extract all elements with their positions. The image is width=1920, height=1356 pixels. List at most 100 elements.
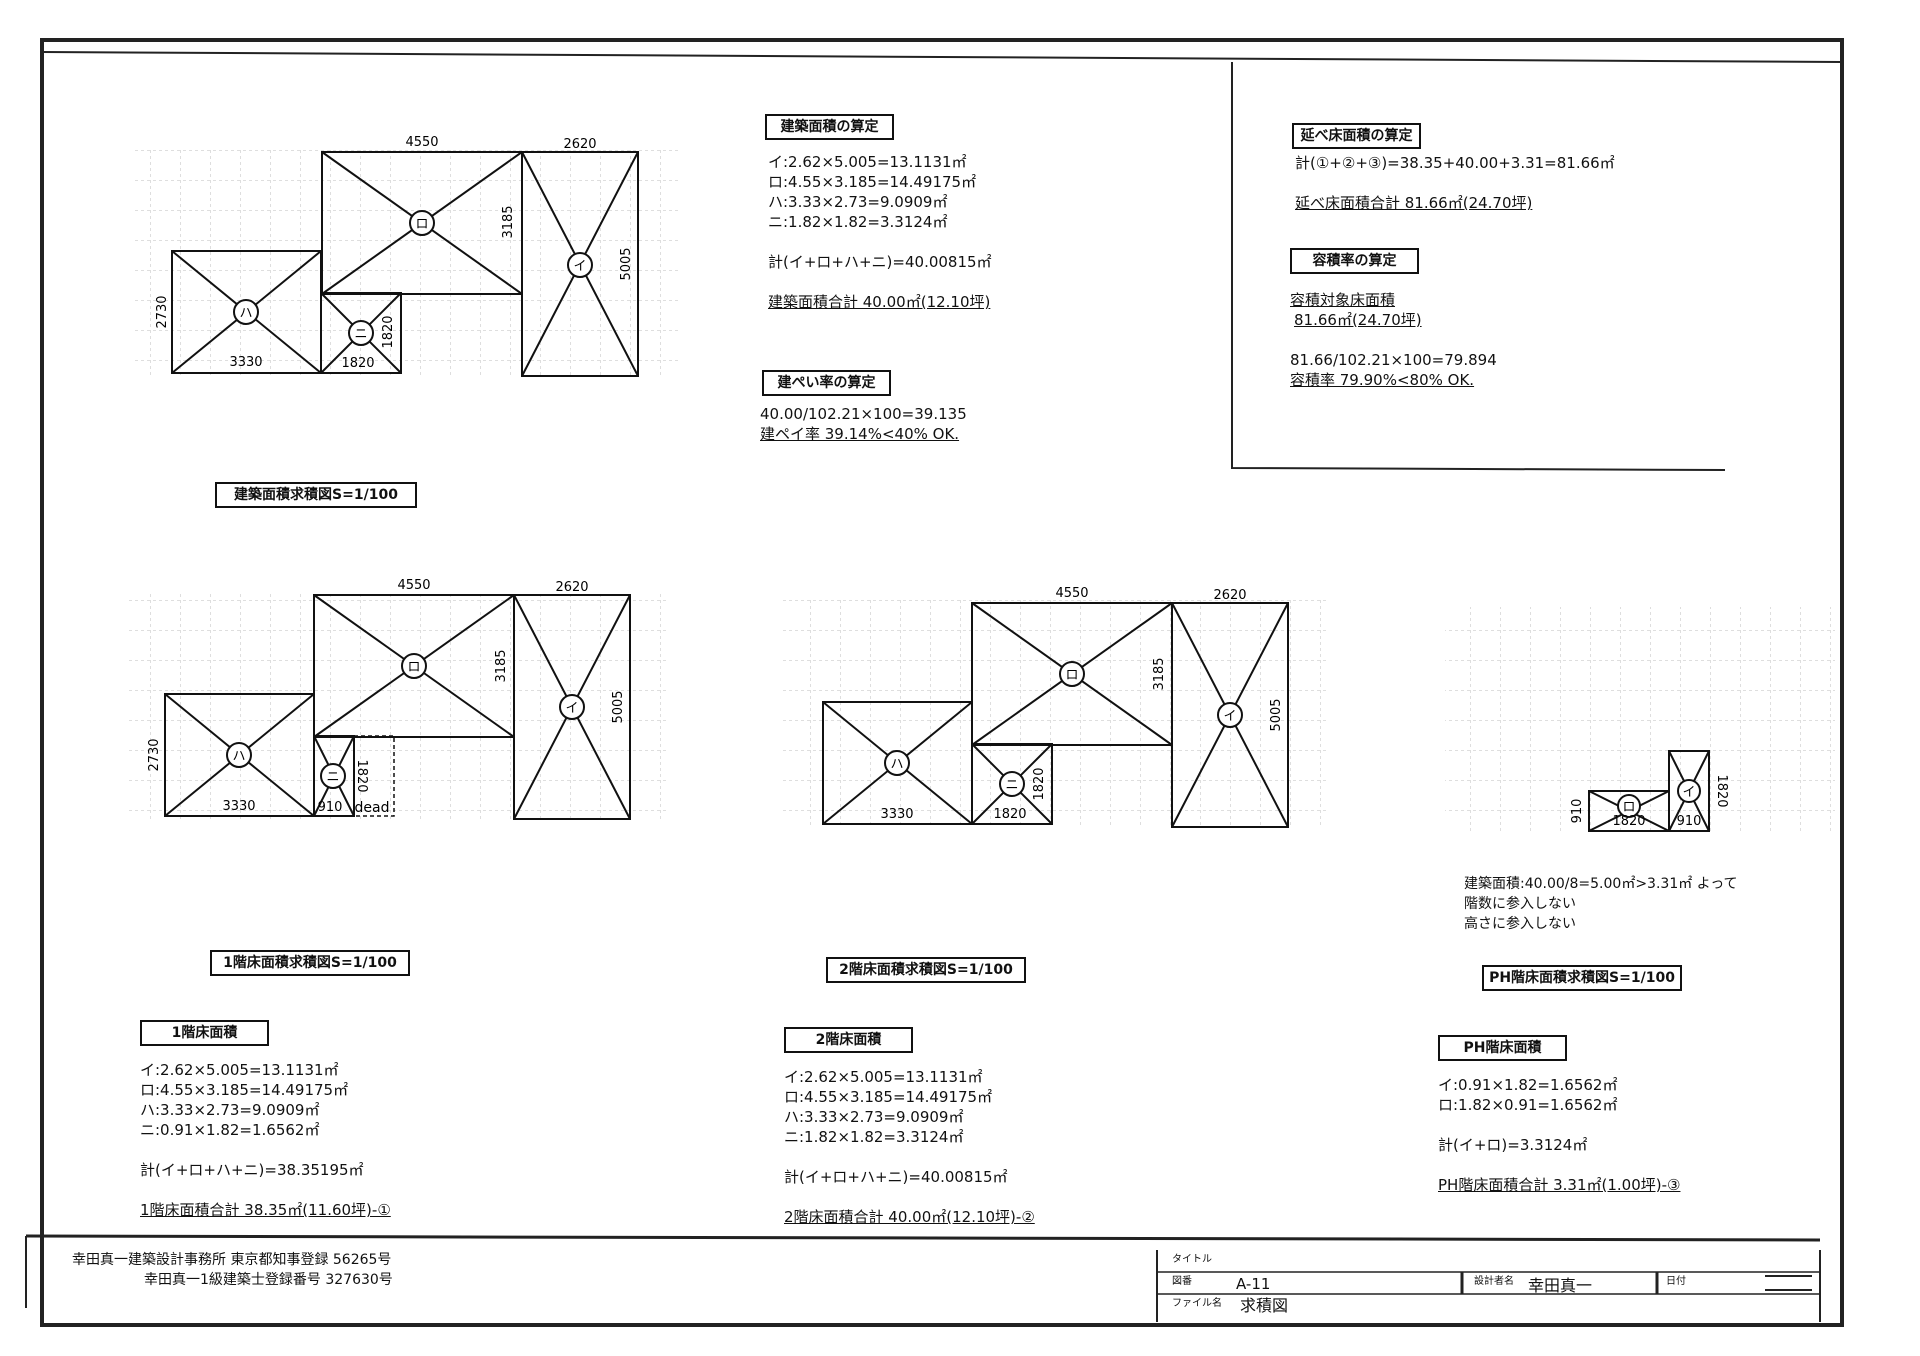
floor2-plan-caption: 2階床面積求積図S=1/100: [826, 957, 1026, 983]
ph-dim-i-height: 1820: [1714, 774, 1729, 807]
ph-area-heading: PH階床面積: [1438, 1035, 1567, 1061]
ph-plan-caption: PH階床面積求積図S=1/100: [1482, 965, 1682, 991]
floor2-mark-ro: ロ: [1065, 668, 1078, 683]
far-heading: 容積率の算定: [1290, 248, 1419, 274]
site-plan-caption: 建築面積求積図S=1/100: [215, 482, 417, 508]
site-dim-ro-width: 4550: [405, 135, 438, 150]
ph-mark-ro: ロ: [1622, 800, 1635, 815]
floor1-dim-i-height: 5005: [611, 690, 626, 723]
ph-area-total: PH階床面積合計 3.31㎡(1.00坪)-③: [1438, 1176, 1681, 1194]
floor1-area-block: イ:2.62×5.005=13.1131㎡ ロ:4.55×3.185=14.49…: [140, 1060, 391, 1220]
site-plan: ロ イ ハ ニ 4550 2620 3330 1820 3185 5005 27…: [135, 135, 680, 377]
floor2-area-sum: 計(イ+ロ+ハ+ニ)=40.00815㎡: [784, 1168, 1008, 1186]
floor2-plan: ロ イ ハ ニ 4550 2620 3330 1820 3185 5005 18…: [783, 586, 1328, 828]
floor2-dim-ro-width: 4550: [1055, 586, 1088, 601]
designer-name: 幸田真一: [1528, 1276, 1593, 1295]
floor2-dim-i-height: 5005: [1269, 698, 1284, 731]
building-area-line-ro: ロ:4.55×3.185=14.49175㎡: [768, 173, 977, 191]
building-area-line-ni: ニ:1.82×1.82=3.3124㎡: [768, 213, 948, 231]
floor1-dim-ha-height: 2730: [147, 738, 162, 771]
far-result: 容積率 79.90%<80% OK.: [1290, 371, 1475, 389]
floor1-area-line-ha: ハ:3.33×2.73=9.0909㎡: [140, 1101, 320, 1119]
coverage-heading: 建ぺい率の算定: [762, 370, 891, 396]
site-mark-ro: ロ: [415, 217, 428, 232]
floor2-dim-ha-width: 3330: [880, 807, 913, 822]
floor2-area-line-ha: ハ:3.33×2.73=9.0909㎡: [784, 1108, 964, 1126]
site-mark-i: イ: [573, 259, 586, 274]
ph-note-line-3: 高さに参入しない: [1464, 916, 1576, 932]
floor1-area-line-ni: ニ:0.91×1.82=1.6562㎡: [140, 1121, 320, 1139]
office-line-2: 幸田真一1級建築士登録番号 327630号: [144, 1272, 393, 1288]
office-line-1: 幸田真一建築設計事務所 東京都知事登録 56265号: [72, 1252, 392, 1268]
drawing-number: A-11: [1236, 1275, 1271, 1293]
ph-dim-i-width: 910: [1677, 814, 1702, 829]
total-floor-block: 計(①+②+③)=38.35+40.00+3.31=81.66㎡ 延べ床面積合計…: [1295, 153, 1615, 213]
floor2-dim-ro-height: 3185: [1152, 657, 1167, 690]
building-area-total: 建築面積合計 40.00㎡(12.10坪): [768, 293, 991, 311]
floor1-dim-ni-height: 1820: [354, 759, 369, 792]
floor2-dim-ni-width: 1820: [993, 807, 1026, 822]
far-block: 容積対象床面積 81.66㎡(24.70坪) 81.66/102.21×100=…: [1290, 290, 1497, 390]
building-area-line-ha: ハ:3.33×2.73=9.0909㎡: [768, 193, 948, 211]
site-mark-ha: ハ: [239, 306, 252, 321]
number-label: 図番: [1172, 1276, 1192, 1287]
title-block-lines: [25, 1234, 1821, 1322]
floor1-dim-ro-width: 4550: [397, 578, 430, 593]
area-calc-frame: [1231, 62, 1726, 471]
building-area-line-i: イ:2.62×5.005=13.1131㎡: [768, 153, 967, 171]
ph-area-block: イ:0.91×1.82=1.6562㎡ ロ:1.82×0.91=1.6562㎡ …: [1438, 1075, 1680, 1195]
floor1-dim-ro-height: 3185: [494, 649, 509, 682]
date-label: 日付: [1666, 1276, 1686, 1287]
total-floor-sum: 計(①+②+③)=38.35+40.00+3.31=81.66㎡: [1295, 154, 1615, 172]
site-dim-ha-height: 2730: [155, 295, 170, 328]
floor2-mark-ha: ハ: [890, 757, 903, 772]
ph-plan: ロ イ 1820 910 910 1820: [1445, 607, 1835, 834]
floor1-mark-i: イ: [565, 701, 578, 716]
site-dim-ro-height: 3185: [501, 205, 516, 238]
floor1-dim-i-width: 2620: [555, 580, 588, 595]
floor2-area-line-ni: ニ:1.82×1.82=3.3124㎡: [784, 1128, 964, 1146]
file-label: ファイル名: [1172, 1298, 1222, 1309]
coverage-result: 建ペイ率 39.14%<40% OK.: [760, 425, 960, 443]
floor1-dead-label: dead: [355, 800, 390, 816]
floor1-dim-ni-width: 910: [318, 800, 343, 815]
title-label: タイトル: [1172, 1254, 1212, 1265]
building-area-heading: 建築面積の算定: [765, 114, 894, 140]
coverage-block: 40.00/102.21×100=39.135 建ペイ率 39.14%<40% …: [760, 404, 967, 444]
floor1-mark-ro: ロ: [407, 660, 420, 675]
floor1-area-total: 1階床面積合計 38.35㎡(11.60坪)-①: [140, 1201, 391, 1219]
ph-note-line-2: 階数に参入しない: [1464, 896, 1576, 912]
ph-note: 建築面積:40.00/8=5.00㎡>3.31㎡ よって 階数に参入しない 高さ…: [1464, 874, 1738, 934]
office-info: 幸田真一建築設計事務所 東京都知事登録 56265号 幸田真一1級建築士登録番号…: [72, 1250, 393, 1290]
far-calc: 81.66/102.21×100=79.894: [1290, 351, 1497, 369]
floor1-area-line-i: イ:2.62×5.005=13.1131㎡: [140, 1061, 339, 1079]
floor1-plan: ロ イ ハ ニ 4550 2620 3330 910 dead 3185 500…: [128, 578, 668, 822]
floor2-dim-ni-height: 1820: [1032, 767, 1047, 800]
floor2-area-line-ro: ロ:4.55×3.185=14.49175㎡: [784, 1088, 993, 1106]
file-name: 求積図: [1240, 1296, 1289, 1315]
designer-label: 設計者名: [1474, 1276, 1514, 1287]
ph-dim-ro-height: 910: [1570, 799, 1585, 824]
site-mark-ni: ニ: [354, 327, 367, 342]
site-dim-ha-width: 3330: [229, 355, 262, 370]
floor1-dim-ha-width: 3330: [222, 799, 255, 814]
floor1-area-sum: 計(イ+ロ+ハ+ニ)=38.35195㎡: [140, 1161, 364, 1179]
floor1-area-line-ro: ロ:4.55×3.185=14.49175㎡: [140, 1081, 349, 1099]
floor2-mark-ni: ニ: [1005, 778, 1018, 793]
site-dim-ni-width: 1820: [341, 356, 374, 371]
floor2-area-block: イ:2.62×5.005=13.1131㎡ ロ:4.55×3.185=14.49…: [784, 1067, 1035, 1227]
building-area-sum: 計(イ+ロ+ハ+ニ)=40.00815㎡: [768, 253, 992, 271]
far-value: 81.66㎡(24.70坪): [1294, 311, 1422, 329]
ph-area-line-i: イ:0.91×1.82=1.6562㎡: [1438, 1076, 1618, 1094]
ph-area-line-ro: ロ:1.82×0.91=1.6562㎡: [1438, 1096, 1618, 1114]
site-dim-i-height: 5005: [619, 247, 634, 280]
ph-note-line-1: 建築面積:40.00/8=5.00㎡>3.31㎡ よって: [1464, 876, 1738, 892]
total-floor-heading: 延べ床面積の算定: [1292, 123, 1421, 149]
floor2-area-line-i: イ:2.62×5.005=13.1131㎡: [784, 1068, 983, 1086]
floor2-area-total: 2階床面積合計 40.00㎡(12.10坪)-②: [784, 1208, 1035, 1226]
floor1-mark-ni: ニ: [326, 770, 339, 785]
floor2-mark-i: イ: [1223, 709, 1236, 724]
total-floor-total: 延べ床面積合計 81.66㎡(24.70坪): [1295, 194, 1533, 212]
floor2-dim-i-width: 2620: [1213, 588, 1246, 603]
floor1-mark-ha: ハ: [232, 749, 245, 764]
